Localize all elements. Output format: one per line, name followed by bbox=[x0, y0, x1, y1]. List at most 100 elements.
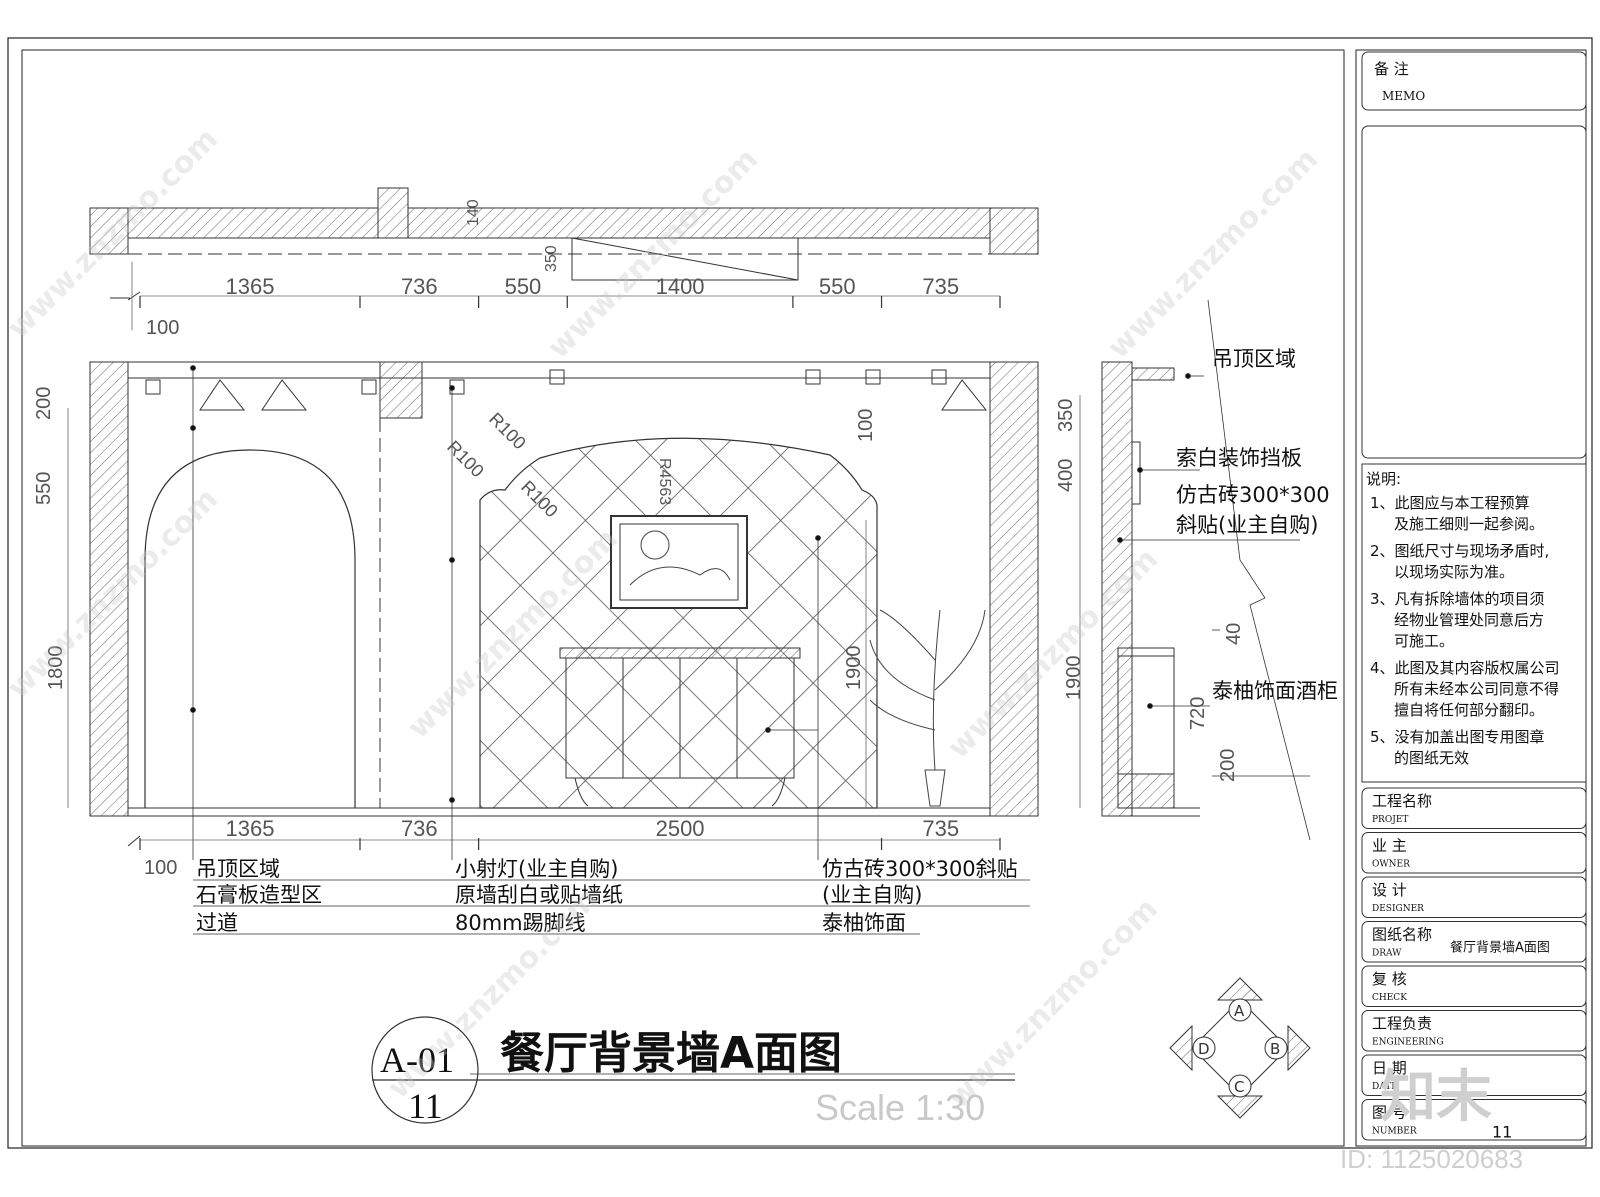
elev-dim-0: 1365 bbox=[226, 816, 275, 841]
plan-dim-3: 1400 bbox=[656, 274, 705, 299]
title-block-label-cn: 工程负责 bbox=[1372, 1015, 1432, 1033]
elev-dim-top-100: 100 bbox=[855, 409, 877, 442]
title-block-row bbox=[1361, 965, 1587, 1007]
compass-a: A bbox=[1234, 1002, 1245, 1020]
plan-dim-1: 736 bbox=[401, 274, 438, 299]
plan-dim-depth-b: 350 bbox=[543, 245, 560, 272]
title-block-row bbox=[1361, 1010, 1587, 1052]
elev-radius-1: R100 bbox=[485, 409, 530, 454]
legend-col2-row3: 80mm踢脚线 bbox=[455, 911, 586, 935]
title-block-label-en: DESIGNER bbox=[1372, 904, 1424, 914]
section-label-tile-1: 仿古砖300*300 bbox=[1176, 483, 1330, 507]
title-block-label-cn: 图 号 bbox=[1372, 1104, 1407, 1122]
arch-opening bbox=[144, 449, 356, 808]
section-dim-1900: 1900 bbox=[1063, 656, 1085, 701]
outer-border bbox=[7, 37, 1593, 1149]
title-block-label-en: NUMBER bbox=[1372, 1127, 1417, 1137]
drawing-scale: Scale 1:30 bbox=[815, 1087, 985, 1128]
title-block-value: 餐厅背景墙A面图 bbox=[1450, 940, 1550, 956]
notes-box bbox=[1361, 463, 1587, 783]
section-label-cabinet: 泰柚饰面酒柜 bbox=[1212, 679, 1338, 703]
plan-dim-left-offset: 100 bbox=[146, 317, 179, 339]
legend-col2-row2: 原墙刮白或贴墙纸 bbox=[455, 883, 623, 907]
note-4-line-3: 擅自将任何部分翻印。 bbox=[1394, 701, 1544, 719]
section-dim-350: 350 bbox=[1055, 399, 1077, 432]
legend-col2-row1: 小射灯(业主自购) bbox=[455, 857, 618, 881]
title-block-label-cn: 设 计 bbox=[1372, 881, 1407, 899]
plan-dim-2: 550 bbox=[505, 274, 542, 299]
note-4-line-1: 4、此图及其内容版权属公司 bbox=[1370, 659, 1560, 677]
watermark-id: ID: 1125020683 bbox=[1340, 1144, 1523, 1174]
watermark-logo: 知末 bbox=[1380, 1065, 1492, 1130]
legend-col1-row2: 石膏板造型区 bbox=[196, 883, 322, 907]
legend-table: 吊顶区域 石膏板造型区 过道 小射灯(业主自购) 原墙刮白或贴墙纸 80mm踢脚… bbox=[193, 857, 1030, 935]
legend-col3-row1: 仿古砖300*300斜贴 bbox=[822, 857, 1018, 881]
elev-dim-bottom-offset: 100 bbox=[144, 857, 177, 879]
potted-plant bbox=[869, 609, 986, 807]
section-dim-720: 720 bbox=[1187, 697, 1209, 730]
title-block-label-en: DRAW bbox=[1372, 949, 1402, 959]
memo-area bbox=[1361, 125, 1587, 459]
title-block-row bbox=[1361, 1099, 1587, 1141]
title-block-label-en: CHECK bbox=[1372, 993, 1407, 1003]
compass-d: D bbox=[1198, 1040, 1210, 1058]
note-1-line-1: 1、此图应与本工程预算 bbox=[1370, 494, 1530, 512]
drawing-frame bbox=[21, 49, 1345, 1147]
title-block-row bbox=[1361, 787, 1587, 829]
elev-dim-left-1800: 1800 bbox=[45, 646, 67, 691]
legend-col1-row1: 吊顶区域 bbox=[196, 857, 280, 881]
title-block-row bbox=[1361, 921, 1587, 963]
note-3-line-1: 3、凡有拆除墙体的项目须 bbox=[1370, 590, 1545, 608]
note-2-line-1: 2、图纸尺寸与现场矛盾时, bbox=[1370, 542, 1549, 560]
orientation-compass: A B C D bbox=[1169, 977, 1311, 1119]
title-block-label-cn: 复 核 bbox=[1372, 970, 1407, 988]
compass-b: B bbox=[1270, 1040, 1280, 1058]
elev-dim-2: 2500 bbox=[656, 816, 705, 841]
watermark-3: www.znzmo.com bbox=[1101, 142, 1325, 366]
note-1-line-2: 及施工细则一起参阅。 bbox=[1394, 515, 1544, 533]
side-section: 350 400 1900 40 720 200 吊顶区域 索白装饰挡板 仿古砖3… bbox=[1055, 299, 1338, 841]
title-block-label-cn: 工程名称 bbox=[1372, 792, 1432, 810]
section-dim-40: 40 bbox=[1223, 623, 1245, 645]
sheet-code-bubble bbox=[371, 1016, 479, 1124]
title-block-label-en: PROJET bbox=[1372, 815, 1408, 825]
sheet-code: A-01 bbox=[380, 1040, 454, 1080]
watermark-8: www.znzmo.com bbox=[941, 892, 1165, 1116]
plan-dim-0: 1365 bbox=[226, 274, 275, 299]
memo-box bbox=[1361, 51, 1587, 111]
section-label-ceiling: 吊顶区域 bbox=[1212, 347, 1296, 371]
sheet-number: 11 bbox=[408, 1086, 443, 1126]
plan-dim-depth-a: 140 bbox=[465, 199, 482, 226]
legend-col3-row2: (业主自购) bbox=[822, 883, 922, 907]
compass-c: C bbox=[1234, 1078, 1244, 1096]
section-label-tile-2: 斜贴(业主自购) bbox=[1176, 513, 1318, 537]
tile-panel bbox=[479, 437, 878, 809]
main-elevation: 200 550 1800 1900 100 R100 R100 R100 R45… bbox=[33, 361, 1039, 879]
section-dim-200: 200 bbox=[1217, 749, 1239, 782]
notes-heading: 说明: bbox=[1366, 470, 1401, 488]
notes-list: 1、此图应与本工程预算及施工细则一起参阅。2、图纸尺寸与现场矛盾时,以现场实际为… bbox=[1370, 494, 1560, 767]
title-block-value: 11 bbox=[1492, 1123, 1512, 1142]
note-3-line-3: 可施工。 bbox=[1394, 632, 1454, 650]
note-5-line-2: 的图纸无效 bbox=[1394, 749, 1469, 767]
title-block-row bbox=[1361, 832, 1587, 874]
elev-dim-1900: 1900 bbox=[843, 646, 865, 691]
title-block-label-cn: 业 主 bbox=[1372, 837, 1407, 855]
title-block-row bbox=[1361, 1054, 1587, 1096]
elev-dim-1: 736 bbox=[401, 816, 438, 841]
note-5-line-1: 5、没有加盖出图专用图章 bbox=[1370, 728, 1545, 746]
title-block-label-cn: 日 期 bbox=[1372, 1059, 1407, 1077]
drawing-title: 餐厅背景墙A面图 bbox=[500, 1028, 842, 1079]
title-block-row bbox=[1361, 876, 1587, 918]
note-3-line-2: 经物业管理处同意后方 bbox=[1394, 611, 1544, 629]
spot-lights bbox=[145, 369, 988, 411]
wall-painting bbox=[610, 515, 748, 609]
section-label-board: 索白装饰挡板 bbox=[1176, 446, 1302, 470]
section-dim-400: 400 bbox=[1055, 459, 1077, 492]
elev-dim-left-200: 200 bbox=[33, 387, 55, 420]
